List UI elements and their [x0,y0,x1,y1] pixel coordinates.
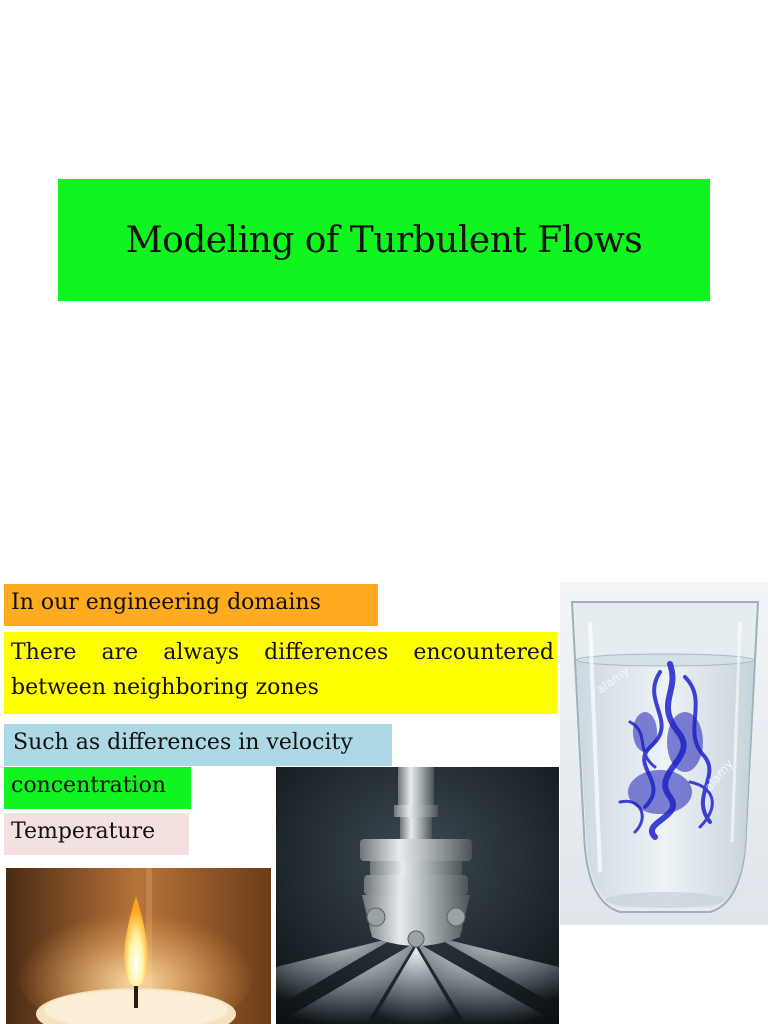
word: always [163,640,240,665]
differences-line-1: There are always differences encountered [11,635,554,670]
title-banner: Modeling of Turbulent Flows [58,179,710,301]
word: are [101,640,139,665]
temperature-label: Temperature [4,813,189,855]
engineering-domains-label: In our engineering domains [4,584,378,626]
differences-label: There are always differences encountered… [4,632,557,714]
velocity-label: Such as differences in velocity [4,724,392,766]
word: differences [264,640,389,665]
concentration-label: concentration [4,767,191,809]
ink-in-water-photo: alamy alamy [560,582,768,925]
word: There [11,640,77,665]
slide-title: Modeling of Turbulent Flows [125,219,643,261]
differences-line-2: between neighboring zones [11,675,319,700]
word: encountered [413,640,554,665]
candle-flame-photo [6,868,271,1024]
spray-nozzle-photo [276,767,559,1024]
